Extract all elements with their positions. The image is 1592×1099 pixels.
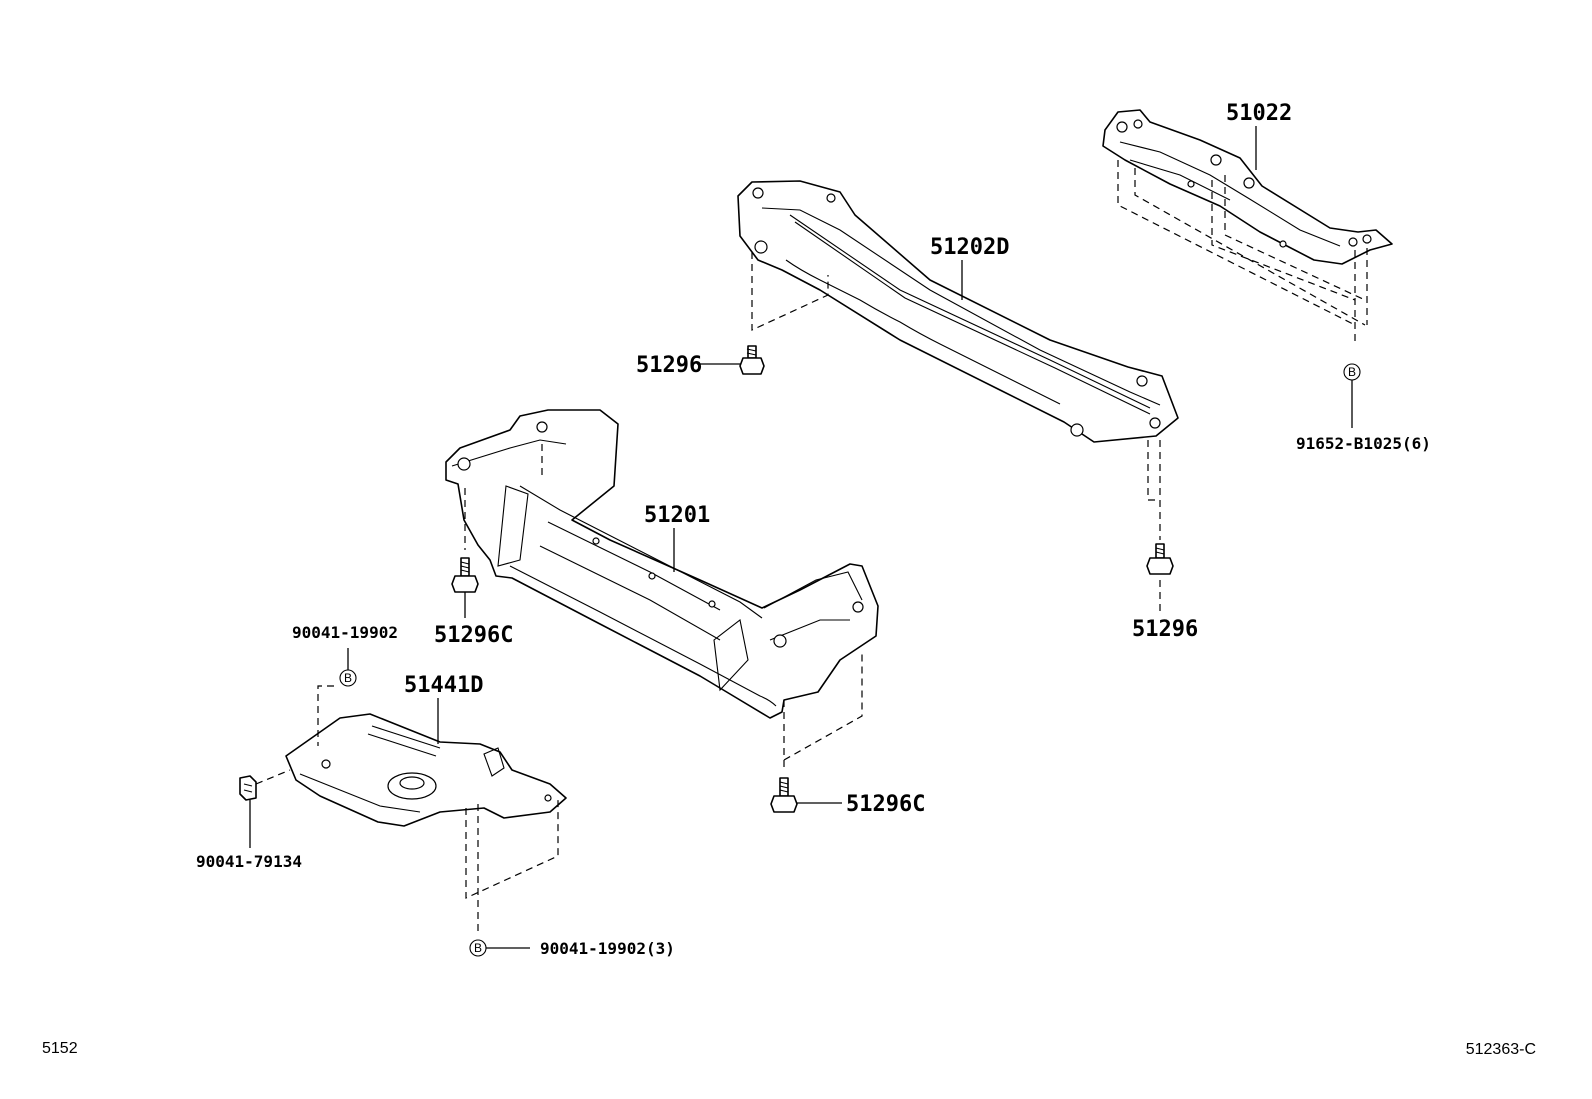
bolt-51296-right[interactable] <box>1146 543 1174 575</box>
label-91652-B1025-6[interactable]: 91652-B1025(6) <box>1296 434 1431 453</box>
callout-b-90041-19902-3: B <box>469 939 487 957</box>
part-51202D-brace[interactable] <box>737 180 1179 443</box>
label-90041-19902[interactable]: 90041-19902 <box>292 623 398 642</box>
part-51441D-cover[interactable] <box>285 713 567 827</box>
clip-90041-79134[interactable] <box>239 775 257 801</box>
label-51441D[interactable]: 51441D <box>404 673 483 698</box>
bolt-51296C-left[interactable] <box>451 557 479 593</box>
label-51296-top[interactable]: 51296 <box>636 353 702 378</box>
callout-b-90041-19902: B <box>339 669 357 687</box>
label-51201[interactable]: 51201 <box>644 503 710 528</box>
footer-right-code: 512363-C <box>1466 1041 1536 1058</box>
part-51022-crossmember[interactable] <box>1102 109 1393 265</box>
svg-text:B: B <box>344 671 352 685</box>
label-51022[interactable]: 51022 <box>1226 101 1292 126</box>
callout-b-91652: B <box>1343 363 1361 381</box>
dashed-fastener-lines-51202D <box>751 252 1161 612</box>
label-51296C-bottom[interactable]: 51296C <box>846 792 925 817</box>
part-51201-crossmember[interactable] <box>445 409 879 719</box>
label-51296C-left[interactable]: 51296C <box>434 623 513 648</box>
dashed-fastener-lines-51022 <box>1117 160 1368 345</box>
label-90041-79134[interactable]: 90041-79134 <box>196 852 302 871</box>
label-51202D[interactable]: 51202D <box>930 235 1009 260</box>
footer-left-code: 5152 <box>42 1040 78 1057</box>
bolt-51296-top[interactable] <box>739 345 765 375</box>
svg-text:B: B <box>1348 365 1356 379</box>
label-90041-19902-3[interactable]: 90041-19902(3) <box>540 939 675 958</box>
dashed-fastener-lines-51441D <box>255 685 559 936</box>
label-51296-right[interactable]: 51296 <box>1132 617 1198 642</box>
svg-text:B: B <box>474 941 482 955</box>
dashed-fastener-lines-51201 <box>464 444 863 772</box>
bolt-51296C-bottom[interactable] <box>770 777 798 813</box>
